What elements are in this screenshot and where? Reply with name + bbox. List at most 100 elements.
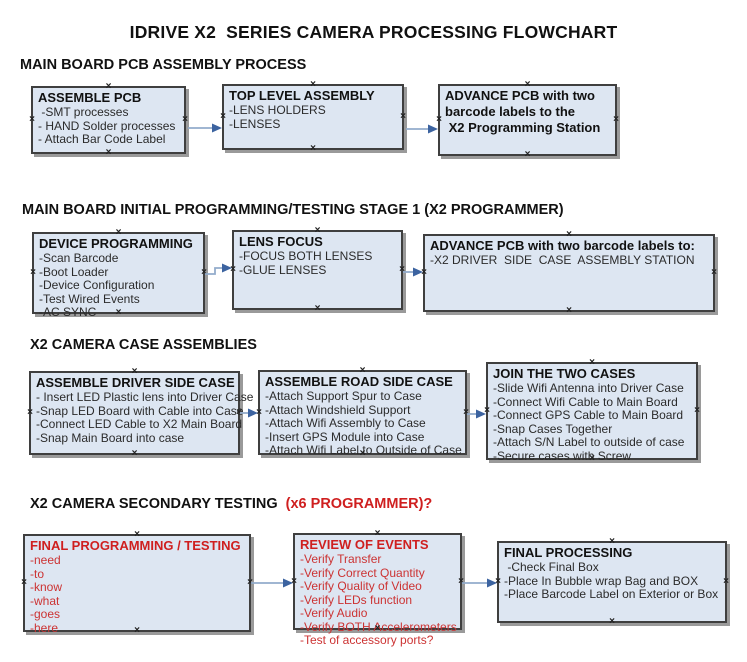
connection-handle-icon[interactable]: × <box>359 365 366 376</box>
box-title: REVIEW OF EVENTS <box>300 537 429 552</box>
connection-handle-icon[interactable]: × <box>484 405 490 416</box>
box-top-level-assembly[interactable]: × × × × TOP LEVEL ASSEMBLY -LENS HOLDERS… <box>220 80 406 154</box>
connector-arrow[interactable] <box>251 578 293 588</box>
connection-handle-icon[interactable]: × <box>131 366 138 377</box>
box-item: -Verify LEDs function <box>300 592 413 607</box>
connection-handle-icon[interactable]: × <box>609 616 615 627</box>
box-item: -know <box>30 580 63 594</box>
box-advance-pcb-driver-side-station[interactable]: × × × × ADVANCE PCB with two barcode lab… <box>421 230 717 316</box>
connection-handle-icon[interactable]: × <box>29 114 35 125</box>
connection-handle-icon[interactable]: × <box>458 575 464 587</box>
connector-arrow[interactable] <box>240 408 258 418</box>
box-assemble-driver-side-case[interactable]: × × × × ASSEMBLE DRIVER SIDE CASE - Inse… <box>27 367 253 459</box>
box-review-of-events[interactable]: × × × × REVIEW OF EVENTS -Verify Transfe… <box>291 529 464 647</box>
connection-handle-icon[interactable]: × <box>201 267 207 278</box>
box-final-processing[interactable]: × × × × FINAL PROCESSING -Check Final Bo… <box>495 537 729 627</box>
connection-handle-icon[interactable]: × <box>134 529 140 540</box>
connector-arrow[interactable] <box>462 578 497 588</box>
connection-handle-icon[interactable]: × <box>314 225 321 236</box>
box-item: -Snap Cases Together <box>493 421 613 436</box>
box-title: FINAL PROGRAMMING / TESTING <box>30 538 241 553</box>
connection-handle-icon[interactable]: × <box>220 111 226 122</box>
connection-handle-icon[interactable]: × <box>524 79 531 90</box>
box-item: -Check Final Box <box>504 560 599 574</box>
box-title: ADVANCE PCB with two barcode labels to: <box>430 238 695 253</box>
box-assemble-pcb[interactable]: × × × × ASSEMBLE PCB -SMT processes - HA… <box>29 82 188 158</box>
connection-handle-icon[interactable]: × <box>310 79 316 90</box>
connection-handle-icon[interactable]: × <box>566 229 572 240</box>
connection-handle-icon[interactable]: × <box>694 405 700 416</box>
connection-handle-icon[interactable]: × <box>30 267 36 278</box>
connection-handle-icon[interactable]: × <box>105 147 112 158</box>
connection-handle-icon[interactable]: × <box>236 407 242 418</box>
box-title: JOIN THE TWO CASES <box>493 366 636 381</box>
connection-handle-icon[interactable]: × <box>613 114 619 125</box>
connection-handle-icon[interactable]: × <box>566 305 572 316</box>
box-item: -Boot Loader <box>39 264 109 279</box>
connector-arrow[interactable] <box>205 263 232 275</box>
connection-handle-icon[interactable]: × <box>399 264 405 275</box>
box-title: ASSEMBLE ROAD SIDE CASE <box>265 374 453 389</box>
connection-handle-icon[interactable]: × <box>310 143 316 154</box>
connection-handle-icon[interactable]: × <box>711 267 717 278</box>
box-advance-pcb-programming-station[interactable]: × × × × ADVANCE PCB with two barcode lab… <box>436 80 619 160</box>
connection-handle-icon[interactable]: × <box>400 111 406 122</box>
connection-handle-icon[interactable]: × <box>27 407 33 418</box>
connector-arrow[interactable] <box>467 409 486 419</box>
box-final-programming-testing[interactable]: × × × × FINAL PROGRAMMING / TESTING -nee… <box>21 530 253 636</box>
connection-handle-icon[interactable]: × <box>495 576 501 587</box>
box-item: -Attach Wifi Assembly to Case <box>265 416 426 430</box>
box-item: -Attach Support Spur to Case <box>265 389 422 403</box>
connection-handle-icon[interactable]: × <box>589 453 595 464</box>
connector-arrow[interactable] <box>188 123 222 133</box>
box-item: -to <box>30 566 45 581</box>
connection-handle-icon[interactable]: × <box>609 536 615 547</box>
connection-handle-icon[interactable]: × <box>589 357 595 368</box>
connection-handle-icon[interactable]: × <box>131 448 138 459</box>
connection-handle-icon[interactable]: × <box>524 149 531 160</box>
connection-handle-icon[interactable]: × <box>105 81 112 92</box>
connection-handle-icon[interactable]: × <box>115 227 122 238</box>
connection-handle-icon[interactable]: × <box>421 267 427 278</box>
connection-handle-icon[interactable]: × <box>247 577 253 588</box>
connection-handle-icon[interactable]: × <box>230 264 236 275</box>
box-item: -Connect LED Cable to X2 Main Board <box>36 417 243 431</box>
box-item: -Verify Transfer <box>300 552 382 566</box>
connector-arrow[interactable] <box>406 124 438 134</box>
box-item: -here <box>30 620 59 635</box>
connection-handle-icon[interactable]: × <box>314 303 321 314</box>
connection-handle-icon[interactable]: × <box>115 307 122 318</box>
box-item: -Attach Wifi Label to Outside of Case <box>265 443 462 457</box>
connection-handle-icon[interactable]: × <box>359 448 366 459</box>
box-join-the-two-cases[interactable]: × × × × JOIN THE TWO CASES -Slide Wifi A… <box>484 358 700 464</box>
box-item: -Device Configuration <box>39 278 155 292</box>
box-item: -goes <box>30 607 61 621</box>
connection-handle-icon[interactable]: × <box>182 114 188 125</box>
box-item: -Secure cases with Screw <box>493 448 632 463</box>
box-lens-focus[interactable]: × × × × LENS FOCUS -FOCUS BOTH LENSES -G… <box>230 226 405 314</box>
box-item: -Attach S/N Label to outside of case <box>493 435 685 449</box>
box-item: -need <box>30 553 61 567</box>
connection-handle-icon[interactable]: × <box>21 577 27 588</box>
box-title: ASSEMBLE DRIVER SIDE CASE <box>36 375 235 390</box>
box-item: -X2 DRIVER SIDE CASE ASSEMBLY STATION <box>430 253 695 267</box>
box-item: -LENS HOLDERS <box>229 103 326 117</box>
connection-handle-icon[interactable]: × <box>256 406 262 418</box>
box-item: - Attach Bar Code Label <box>38 132 166 146</box>
connection-handle-icon[interactable]: × <box>436 114 442 125</box>
box-item: -Verify Quality of Video <box>300 579 422 593</box>
connector-arrow[interactable] <box>403 267 423 277</box>
connection-handle-icon[interactable]: × <box>291 575 297 587</box>
connection-handle-icon[interactable]: × <box>134 625 140 636</box>
connection-handle-icon[interactable]: × <box>374 623 381 634</box>
box-assemble-road-side-case[interactable]: × × × × ASSEMBLE ROAD SIDE CASE -Attach … <box>256 366 469 459</box>
connection-handle-icon[interactable]: × <box>374 528 381 539</box>
box-device-programming[interactable]: × × × × DEVICE PROGRAMMING -Scan Barcode… <box>30 228 207 319</box>
box-title: ASSEMBLE PCB <box>38 90 142 105</box>
connection-handle-icon[interactable]: × <box>463 406 469 418</box>
section-header-secondary-testing-red: (x6 PROGRAMMER)? <box>281 496 433 512</box>
box-item: -Verify BOTH Accelerometers <box>300 619 457 634</box>
section-header-pcb-assembly: MAIN BOARD PCB ASSEMBLY PROCESS <box>20 57 307 73</box>
connection-handle-icon[interactable]: × <box>723 576 729 587</box>
